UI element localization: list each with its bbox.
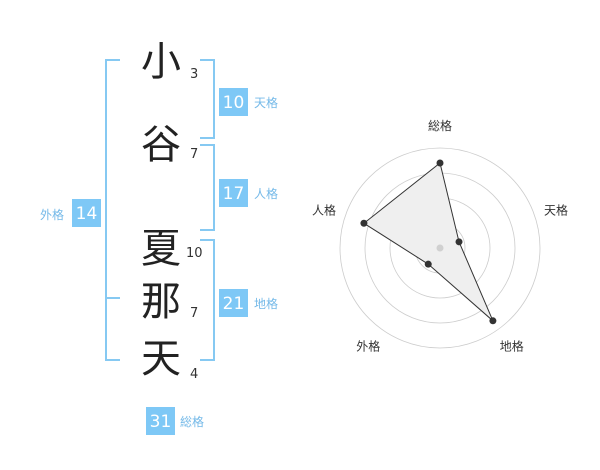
tenkaku-value: 10 (223, 93, 245, 113)
given-strokes-1: 10 (186, 246, 203, 261)
gaikaku-box (72, 199, 101, 227)
radar-points (360, 159, 497, 325)
soukaku-label: 総格 (180, 414, 204, 429)
gaikaku-bracket (105, 59, 120, 361)
surname-char-2: 谷 (141, 122, 181, 168)
radar-area (363, 162, 494, 322)
radar-axis-label: 総格 (428, 118, 452, 133)
chikaku-value: 21 (223, 294, 245, 314)
name-column: 小 3 谷 7 夏 10 那 7 天 4 (141, 39, 203, 382)
soukaku-value: 31 (150, 412, 172, 432)
radar-point (360, 219, 368, 227)
gaikaku-label: 外格 (40, 207, 64, 222)
soukaku-badge: 31 総格 (146, 407, 204, 435)
jinkaku-label: 人格 (254, 186, 278, 201)
jinkaku-badge: 17 人格 (219, 179, 278, 207)
tenkaku-badge: 10 天格 (219, 88, 278, 116)
jinkaku-bracket (200, 144, 215, 231)
gaikaku-value: 14 (76, 204, 98, 224)
radar-axis-label: 地格 (500, 339, 524, 354)
surname-strokes-1: 3 (190, 67, 198, 82)
fortune-brackets (105, 59, 215, 361)
radar-axis-label: 外格 (356, 339, 380, 354)
chikaku-badge: 21 地格 (219, 289, 278, 317)
radar-axis-label: 天格 (544, 202, 568, 217)
surname-strokes-2: 7 (190, 147, 198, 162)
given-strokes-3: 4 (190, 367, 198, 382)
radar-axis-label: 人格 (312, 202, 336, 217)
surname-char-1: 小 (141, 39, 181, 85)
radar-point (455, 238, 463, 246)
gaikaku-badge: 外格 14 (40, 199, 101, 227)
soukaku-box (146, 407, 175, 435)
chikaku-bracket (200, 239, 215, 361)
tenkaku-label: 天格 (254, 95, 278, 110)
given-char-3: 天 (141, 336, 181, 382)
radar-point (436, 159, 444, 167)
given-strokes-2: 7 (190, 306, 198, 321)
tenkaku-box (219, 88, 248, 116)
jinkaku-value: 17 (223, 184, 245, 204)
chikaku-label: 地格 (254, 296, 278, 311)
radar-center-dot (436, 244, 444, 252)
chikaku-box (219, 289, 248, 317)
radar-point (424, 260, 432, 268)
radar-point (489, 317, 497, 325)
given-char-2: 那 (141, 279, 181, 325)
tenkaku-bracket (200, 59, 215, 139)
given-char-1: 夏 (141, 226, 181, 272)
radar-ring (339, 147, 541, 349)
jinkaku-box (219, 179, 248, 207)
